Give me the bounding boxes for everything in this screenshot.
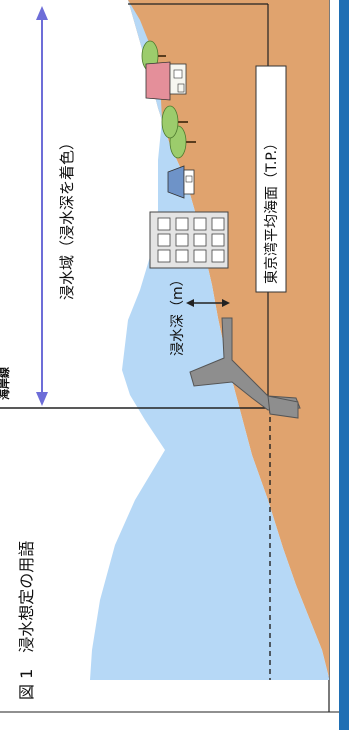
datum-label-box xyxy=(255,65,287,293)
depth-arrow-left xyxy=(186,299,194,307)
breakwater-icon xyxy=(189,317,301,419)
caption: 図 1 浸水想定の用語 xyxy=(17,541,36,700)
side-bar xyxy=(339,0,349,730)
house-icon xyxy=(167,165,195,199)
arrow-head-bottom xyxy=(36,392,48,406)
water-area xyxy=(90,0,329,680)
depth-arrow-right xyxy=(222,299,230,307)
datum-label: 東京湾平均海面（T.P.） xyxy=(263,136,280,284)
arrow-head-top xyxy=(36,6,48,20)
coastline-label: 海岸線 xyxy=(0,367,11,400)
house-icon xyxy=(145,61,187,101)
inundation-area-label: 浸水域（浸水深を着色） xyxy=(58,135,76,300)
inundation-depth-label: 浸水深（m） xyxy=(170,272,186,356)
building-icon xyxy=(149,211,229,269)
